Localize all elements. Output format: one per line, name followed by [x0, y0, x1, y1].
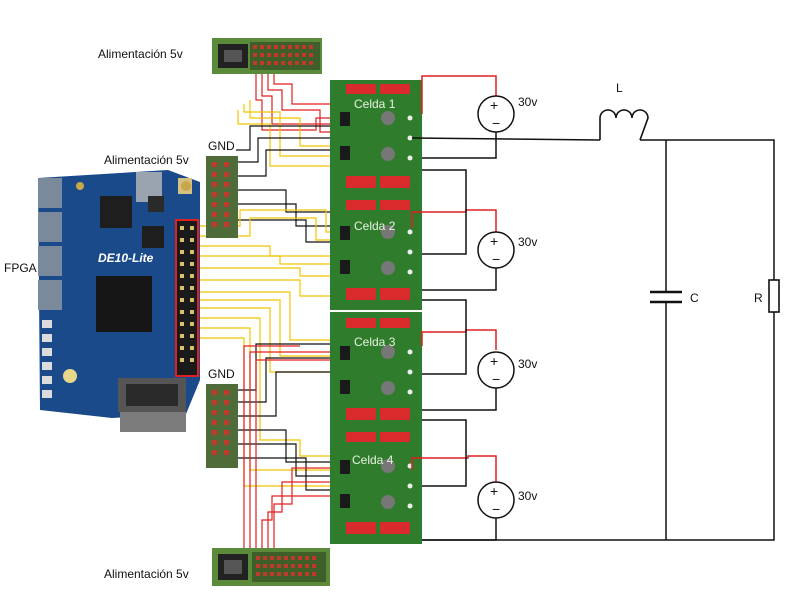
- source-1-label: 30v: [518, 95, 537, 109]
- inductor: L: [599, 81, 649, 141]
- power-bottom-label: Alimentación 5v: [104, 567, 189, 581]
- svg-text:−: −: [492, 251, 500, 267]
- board-model-label: DE10-Lite: [98, 251, 154, 265]
- resistor-label: R: [754, 291, 763, 305]
- cell-4-label: Celda 4: [352, 453, 394, 467]
- power-jack-icon: [224, 560, 242, 574]
- cell-2-label: Celda 2: [354, 219, 396, 233]
- dc-source-icon: [477, 95, 515, 133]
- wiring-bundles: [196, 66, 346, 552]
- inductor-icon: [599, 109, 649, 141]
- source-wires: [411, 75, 775, 541]
- power-top-label: Alimentación 5v: [98, 47, 183, 61]
- gnd-bottom-label: GND: [208, 367, 235, 381]
- svg-text:+: +: [490, 97, 498, 113]
- cell-board-2: Celda 2: [330, 196, 422, 310]
- svg-text:−: −: [492, 115, 500, 131]
- gpio-highlight: [175, 219, 199, 377]
- gnd-header-bottom: [206, 384, 238, 468]
- svg-text:−: −: [492, 371, 500, 387]
- svg-text:−: −: [492, 501, 500, 517]
- source-3-label: 30v: [518, 357, 537, 371]
- cell-board-1: Celda 1: [330, 80, 422, 196]
- source-2-label: 30v: [518, 235, 537, 249]
- power-header-bottom: [212, 548, 330, 586]
- dc-source-2: + −: [477, 231, 515, 269]
- cell-1-label: Celda 1: [354, 97, 396, 111]
- fpga-label: FPGA: [4, 261, 37, 275]
- svg-text:+: +: [490, 353, 498, 369]
- svg-text:+: +: [490, 483, 498, 499]
- source-4-label: 30v: [518, 489, 537, 503]
- dc-source-1: + −: [477, 95, 515, 133]
- cell-3-label: Celda 3: [354, 335, 396, 349]
- power-jack-icon: [224, 50, 242, 62]
- fpga-board: DE10-Lite: [38, 170, 200, 432]
- resistor-icon: [768, 279, 780, 313]
- cell-board-3: Celda 3: [330, 312, 422, 428]
- dc-source-3: + −: [477, 351, 515, 389]
- capacitor: C: [650, 290, 699, 305]
- capacitor-label: C: [690, 291, 699, 305]
- gnd-header-top: [206, 156, 238, 238]
- gnd-top-label: GND: [208, 139, 235, 153]
- dc-source-icon: [477, 481, 515, 519]
- power-fpga-label: Alimentación 5v: [104, 153, 189, 167]
- dc-source-4: + −: [477, 481, 515, 519]
- cell-board-4: Celda 4: [330, 428, 422, 544]
- dc-source-icon: [477, 351, 515, 389]
- inductor-label: L: [616, 81, 623, 95]
- resistor: R: [754, 279, 780, 313]
- svg-text:+: +: [490, 233, 498, 249]
- dc-source-icon: [477, 231, 515, 269]
- power-header-top: [212, 38, 322, 74]
